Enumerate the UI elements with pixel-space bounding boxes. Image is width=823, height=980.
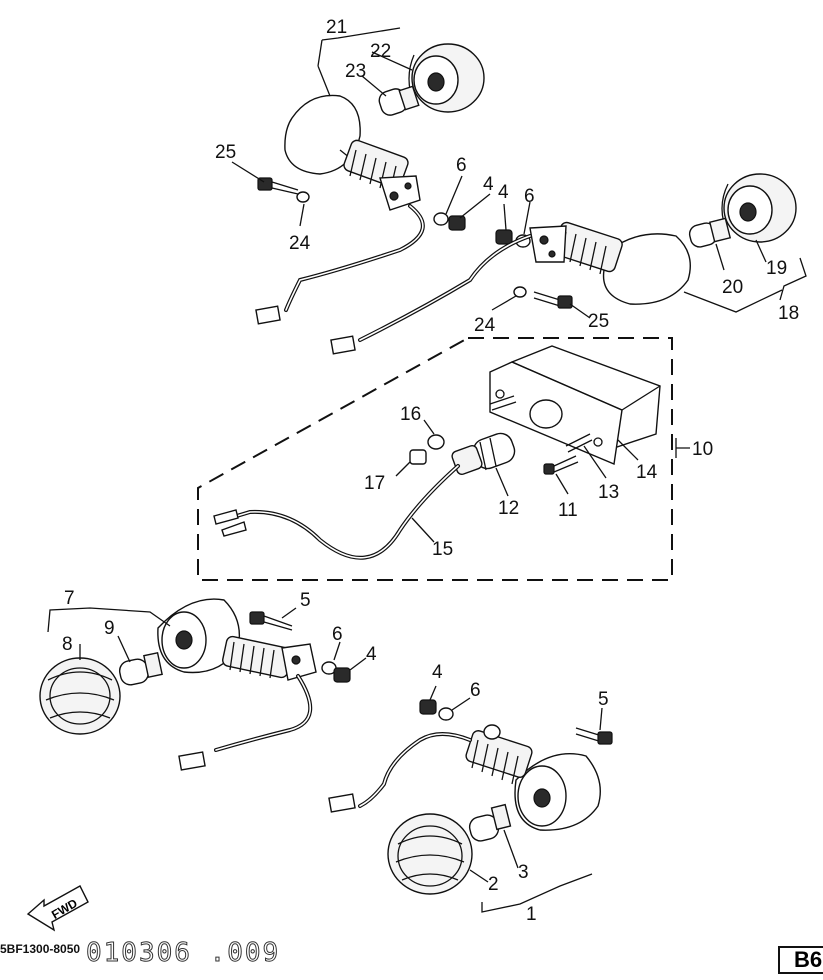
socket-12 — [451, 432, 516, 476]
washer-6-top — [433, 212, 449, 226]
license-lamp-assembly — [197, 337, 673, 581]
washer-24-right — [513, 286, 527, 298]
callout-25-right: 25 — [588, 311, 609, 332]
nut-4-right-front — [419, 699, 437, 715]
callout-8: 8 — [62, 634, 73, 655]
bolt-12-stud — [489, 395, 517, 411]
connector-front-right — [328, 793, 356, 813]
flasher-lens-2 — [387, 813, 473, 895]
rear-right-flasher-assembly — [255, 43, 485, 325]
front-right-flasher-assembly — [328, 699, 613, 895]
callout-7: 7 — [64, 588, 75, 609]
callout-24-right: 24 — [474, 315, 496, 336]
callout-19: 19 — [766, 258, 787, 279]
callout-21: 21 — [326, 17, 347, 38]
callout-22: 22 — [370, 41, 391, 62]
callout-4-left: 4 — [366, 644, 377, 665]
flasher-housing-1 — [465, 724, 601, 831]
flasher-lens-8 — [39, 657, 121, 735]
callout-5-left: 5 — [300, 590, 311, 611]
callout-11: 11 — [558, 500, 578, 521]
wire-terminals-15 — [213, 509, 247, 537]
flasher-lens-19 — [721, 173, 797, 243]
callout-9: 9 — [104, 618, 115, 639]
leader-lines — [47, 27, 807, 913]
page-reference-box: B6 — [778, 946, 823, 974]
callout-25-top: 25 — [215, 142, 236, 163]
connector-top-left — [255, 305, 281, 325]
fwd-arrow-icon: FWD — [26, 885, 89, 932]
callout-14: 14 — [636, 462, 658, 483]
callout-23: 23 — [345, 61, 366, 82]
washer-16 — [427, 434, 445, 450]
bulb-20 — [688, 217, 732, 248]
callout-6-front-right: 6 — [470, 680, 481, 701]
callout-17: 17 — [364, 473, 385, 494]
connector-top-right — [330, 335, 356, 355]
callout-1: 1 — [526, 904, 537, 925]
screw-13 — [565, 433, 593, 453]
lamp-housing-14 — [489, 345, 661, 465]
connector-front-left — [178, 751, 206, 771]
footer-code: 5BF1300-8050 — [0, 942, 81, 956]
callout-18: 18 — [778, 303, 799, 324]
callout-2: 2 — [488, 874, 499, 895]
callout-4-front-right: 4 — [432, 662, 443, 683]
washer-24-top — [296, 191, 310, 203]
nut-17 — [409, 449, 427, 465]
callout-4-right: 4 — [498, 182, 509, 203]
nut-4-top — [448, 215, 466, 231]
screw-11 — [543, 455, 579, 475]
bolt-25-right — [533, 291, 573, 309]
callout-20: 20 — [722, 277, 743, 298]
callout-6-right: 6 — [524, 186, 535, 207]
callout-12: 12 — [498, 498, 519, 519]
footer-ghost-code: 010306 .009 — [85, 938, 281, 969]
nut-4-right — [495, 229, 513, 245]
callout-24-top: 24 — [289, 233, 311, 254]
bulb-3 — [468, 803, 512, 842]
callout-6-top: 6 — [456, 155, 467, 176]
callout-15: 15 — [432, 539, 453, 560]
bolt-25-top — [257, 177, 299, 195]
rear-left-flasher-assembly — [330, 173, 797, 355]
nut-4-left — [333, 667, 351, 683]
callout-10: 10 — [692, 439, 713, 460]
flasher-lens-22 — [408, 43, 485, 113]
washer-6-right-front — [438, 707, 454, 721]
flasher-housing-21 — [284, 94, 421, 211]
bulb-23 — [378, 85, 420, 116]
callout-labels: 21 22 23 25 6 4 4 6 24 19 20 18 24 25 16… — [62, 17, 799, 925]
bolt-5-left — [249, 611, 293, 631]
front-left-flasher-assembly — [39, 598, 351, 771]
callout-16: 16 — [400, 404, 421, 425]
callout-4-top: 4 — [483, 174, 494, 195]
callout-5-right: 5 — [598, 689, 609, 710]
callout-13: 13 — [598, 482, 619, 503]
callout-6-left: 6 — [332, 624, 343, 645]
flasher-housing-7 — [157, 598, 317, 681]
bulb-9 — [118, 651, 163, 686]
flasher-housing-18 — [529, 221, 691, 305]
bolt-5-right — [575, 727, 613, 745]
callout-3: 3 — [518, 862, 529, 883]
